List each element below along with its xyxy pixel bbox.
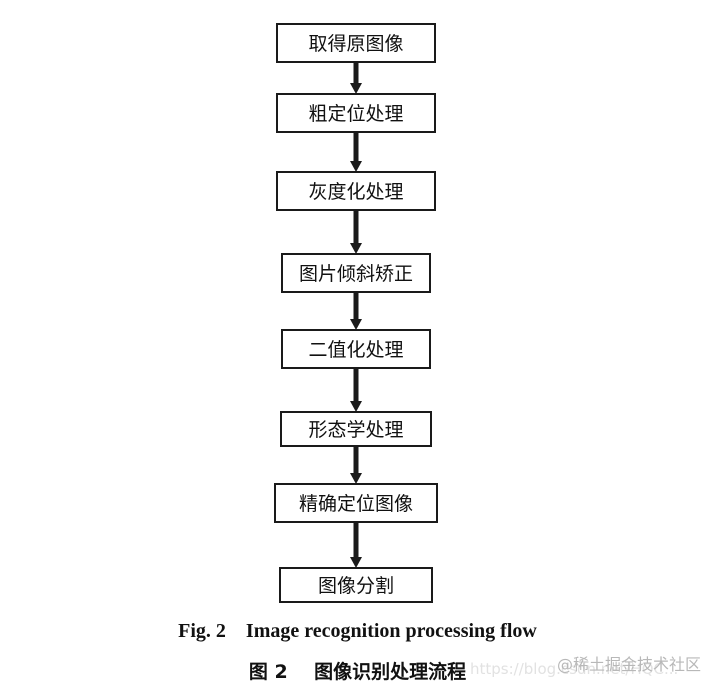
step-label: 形态学处理	[308, 419, 403, 441]
flow-arrow	[350, 132, 362, 172]
flow-arrow	[350, 292, 362, 330]
flow-arrow	[350, 62, 362, 94]
figure-caption-english: Fig. 2 Image recognition processing flow	[178, 620, 537, 642]
step-binarize: 二值化处理	[281, 329, 431, 369]
step-grayscale: 灰度化处理	[276, 171, 436, 211]
flow-arrow	[350, 210, 362, 254]
step-label: 图片倾斜矫正	[299, 263, 413, 285]
step-label: 灰度化处理	[308, 181, 403, 203]
step-precise-locate: 精确定位图像	[274, 483, 438, 523]
step-coarse-locate: 粗定位处理	[276, 93, 436, 133]
step-box	[281, 253, 431, 293]
step-label: 图像分割	[318, 575, 394, 597]
step-box	[279, 567, 433, 603]
site-watermark: @稀土掘金技术社区	[556, 655, 701, 674]
step-label: 二值化处理	[308, 339, 403, 361]
step-label: 粗定位处理	[308, 103, 403, 125]
step-box	[280, 411, 432, 447]
step-label: 精确定位图像	[299, 493, 413, 515]
step-box	[276, 93, 436, 133]
step-segment: 图像分割	[279, 567, 433, 603]
flow-arrow	[350, 446, 362, 484]
step-box	[276, 23, 436, 63]
step-acquire: 取得原图像	[276, 23, 436, 63]
flow-arrow	[350, 522, 362, 568]
flow-arrow	[350, 368, 362, 412]
step-morphology: 形态学处理	[280, 411, 432, 447]
figure-caption-chinese: 图 2 图像识别处理流程	[248, 661, 467, 683]
source-url-watermark: https://blog.csdn.net/HQC...	[470, 660, 679, 678]
step-label: 取得原图像	[308, 33, 403, 55]
flowchart: 取得原图像粗定位处理灰度化处理图片倾斜矫正二值化处理形态学处理精确定位图像图像分…	[274, 23, 438, 603]
step-tilt-correct: 图片倾斜矫正	[281, 253, 431, 293]
